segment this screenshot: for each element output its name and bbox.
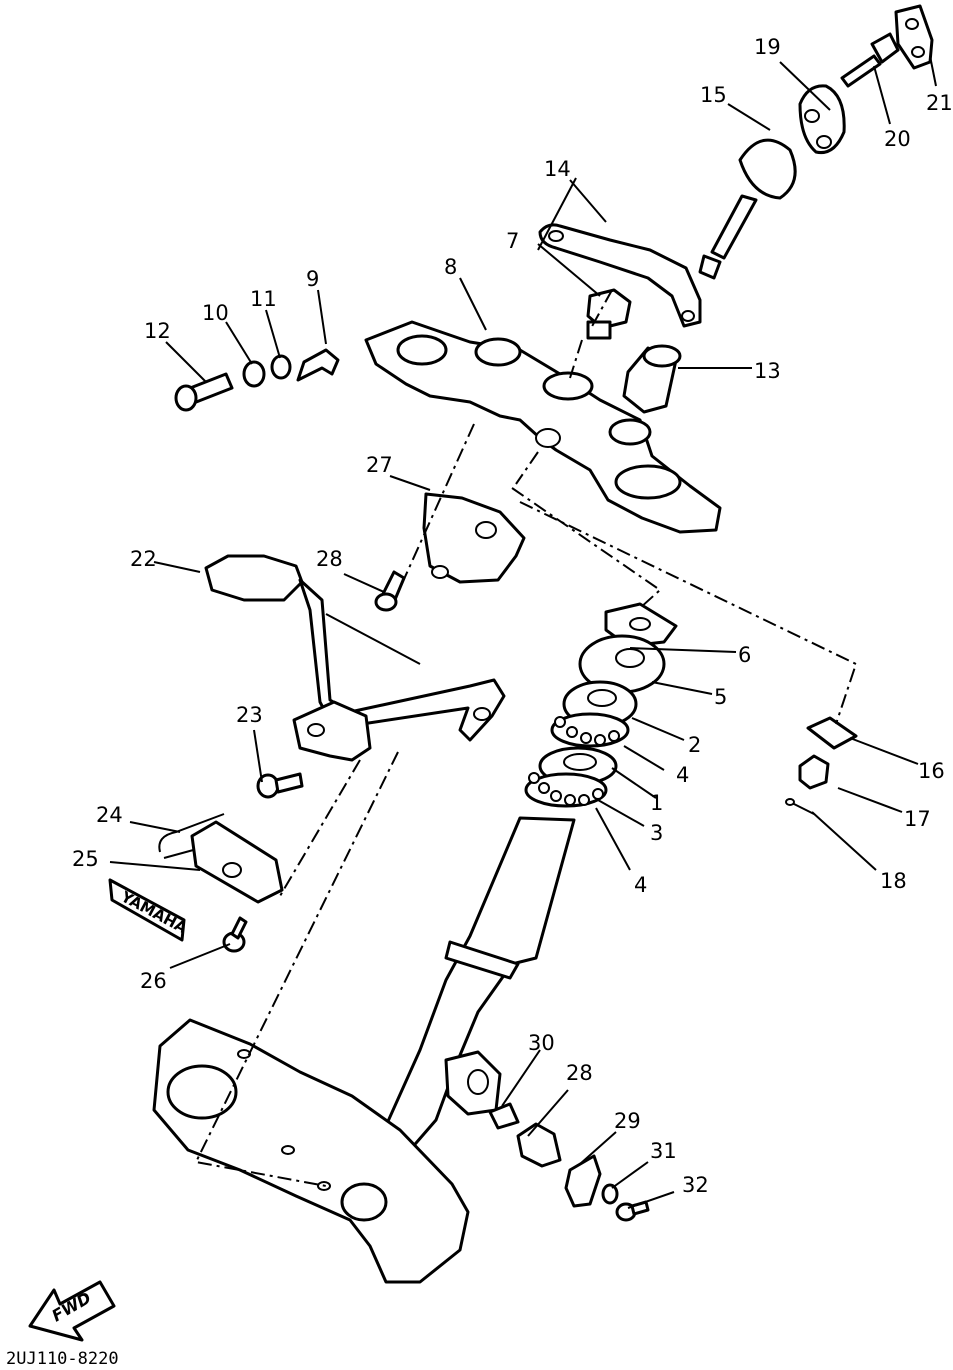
part-16-washer <box>806 716 858 750</box>
callout-32: 31 <box>650 1139 677 1163</box>
callout-6: 6 <box>738 643 751 667</box>
part-20-bolt <box>840 32 900 88</box>
callout-14: 14 <box>544 157 571 181</box>
leader-lines <box>109 55 937 1209</box>
callout-12: 12 <box>144 319 171 343</box>
part-7-crown-bolt <box>586 288 632 340</box>
callout-9: 9 <box>306 267 319 291</box>
callout-2: 2 <box>688 733 701 757</box>
callout-17: 17 <box>904 807 931 831</box>
part-9-clip <box>296 348 340 382</box>
callout-29: 28 <box>566 1061 593 1085</box>
part-13-damper <box>622 344 682 414</box>
callout-31: 30 <box>528 1031 555 1055</box>
part-12-bolt <box>174 372 234 412</box>
part-23-screw <box>256 772 304 799</box>
fwd-arrow: FWD <box>28 1280 116 1342</box>
steering-stem <box>152 816 576 1284</box>
part-25-emblem-plate: YAMAHA <box>108 820 284 942</box>
part-17-nut <box>798 754 830 790</box>
callout-3: 3 <box>650 821 663 845</box>
callout-25: 25 <box>72 847 99 871</box>
callout-4-upper: 4 <box>676 763 689 787</box>
callout-19: 19 <box>754 35 781 59</box>
part-22-meter-bracket <box>204 554 506 762</box>
callout-26: 26 <box>140 969 167 993</box>
callout-23: 23 <box>236 703 263 727</box>
callout-20: 20 <box>884 127 911 151</box>
part-11-washer <box>270 354 292 380</box>
callout-labels: 1 2 3 4 4 5 6 7 8 9 10 11 12 13 14 15 16… <box>72 35 953 1197</box>
assembly-lines <box>194 289 858 1187</box>
part-33-screw <box>615 1200 650 1222</box>
part-31-spring <box>488 1102 520 1130</box>
callout-15: 15 <box>700 83 727 107</box>
callout-7: 7 <box>506 229 519 253</box>
callout-22: 22 <box>130 547 157 571</box>
part-29-lock <box>516 1122 562 1168</box>
part-3-race <box>524 772 608 808</box>
part-10-washer <box>242 360 266 388</box>
callout-28: 28 <box>316 547 343 571</box>
part-8-upper-bracket <box>364 320 722 534</box>
drawing-code: 2UJ110-8220 <box>6 1349 119 1369</box>
callout-1: 1 <box>650 791 663 815</box>
part-32-washer <box>601 1183 619 1205</box>
callout-16: 16 <box>918 759 945 783</box>
part-18-cotter-pin <box>785 798 815 815</box>
part-4-balls-upper <box>550 712 630 748</box>
part-19-clamp <box>798 84 846 155</box>
callout-13: 13 <box>754 359 781 383</box>
callout-27: 27 <box>366 453 393 477</box>
part-30-cover <box>564 1154 602 1208</box>
callout-10: 10 <box>202 301 229 325</box>
callout-11: 11 <box>250 287 277 311</box>
part-21-plate <box>894 4 934 70</box>
callout-8: 8 <box>444 255 457 279</box>
callout-24: 24 <box>96 803 123 827</box>
part-14-bracket <box>538 223 702 328</box>
part-26-screw <box>222 916 248 953</box>
callout-18: 18 <box>880 869 907 893</box>
yamaha-emblem: YAMAHA <box>117 887 190 937</box>
part-15-holder <box>698 138 797 280</box>
callout-4-lower: 4 <box>634 873 647 897</box>
callout-30: 29 <box>614 1109 641 1133</box>
part-27-bracket <box>422 492 526 584</box>
callout-33: 32 <box>682 1173 709 1197</box>
callout-5: 5 <box>714 685 727 709</box>
callout-21: 21 <box>926 91 953 115</box>
